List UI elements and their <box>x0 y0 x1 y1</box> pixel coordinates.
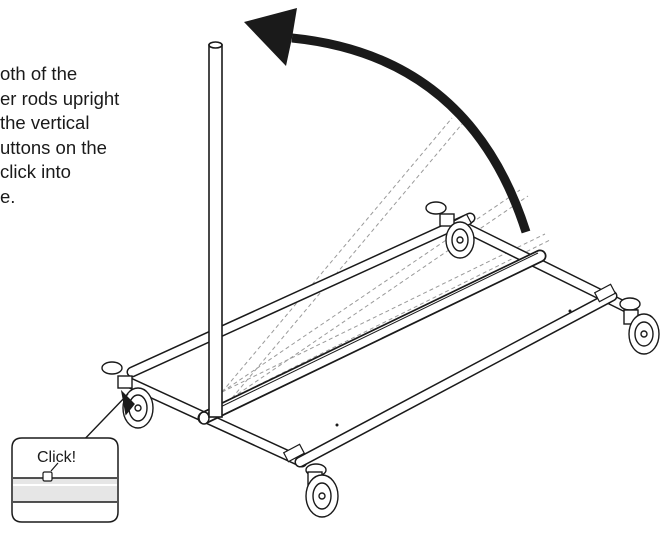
instruction-line-2: er rods upright <box>0 87 120 109</box>
click-callout-box: Click! <box>11 437 119 523</box>
left-side-rod <box>122 376 308 468</box>
rotation-ghost-lines <box>221 117 551 399</box>
caster-wheel-front-left <box>305 463 339 518</box>
curved-rotation-arrow <box>244 8 531 234</box>
caster-wheel-front-right <box>619 297 660 355</box>
push-button-icon <box>42 471 53 482</box>
instruction-line-3: the vertical <box>0 112 90 133</box>
vertical-upright-rod <box>208 41 223 418</box>
caster-wheel-back-right <box>425 201 475 259</box>
front-long-rod <box>294 290 618 468</box>
instruction-line-4: uttons on the <box>0 136 107 158</box>
caster-wheel-back-left <box>101 361 154 429</box>
instruction-line-5: click into <box>0 161 71 182</box>
instruction-line-6: e. <box>0 185 16 207</box>
horizontal-hanger-rod <box>197 249 547 425</box>
instruction-text: oth of the er rods upright the vertical … <box>0 62 170 209</box>
click-label: Click! <box>37 449 76 466</box>
instruction-line-1: oth of the <box>0 63 78 84</box>
back-long-rod <box>126 212 476 378</box>
